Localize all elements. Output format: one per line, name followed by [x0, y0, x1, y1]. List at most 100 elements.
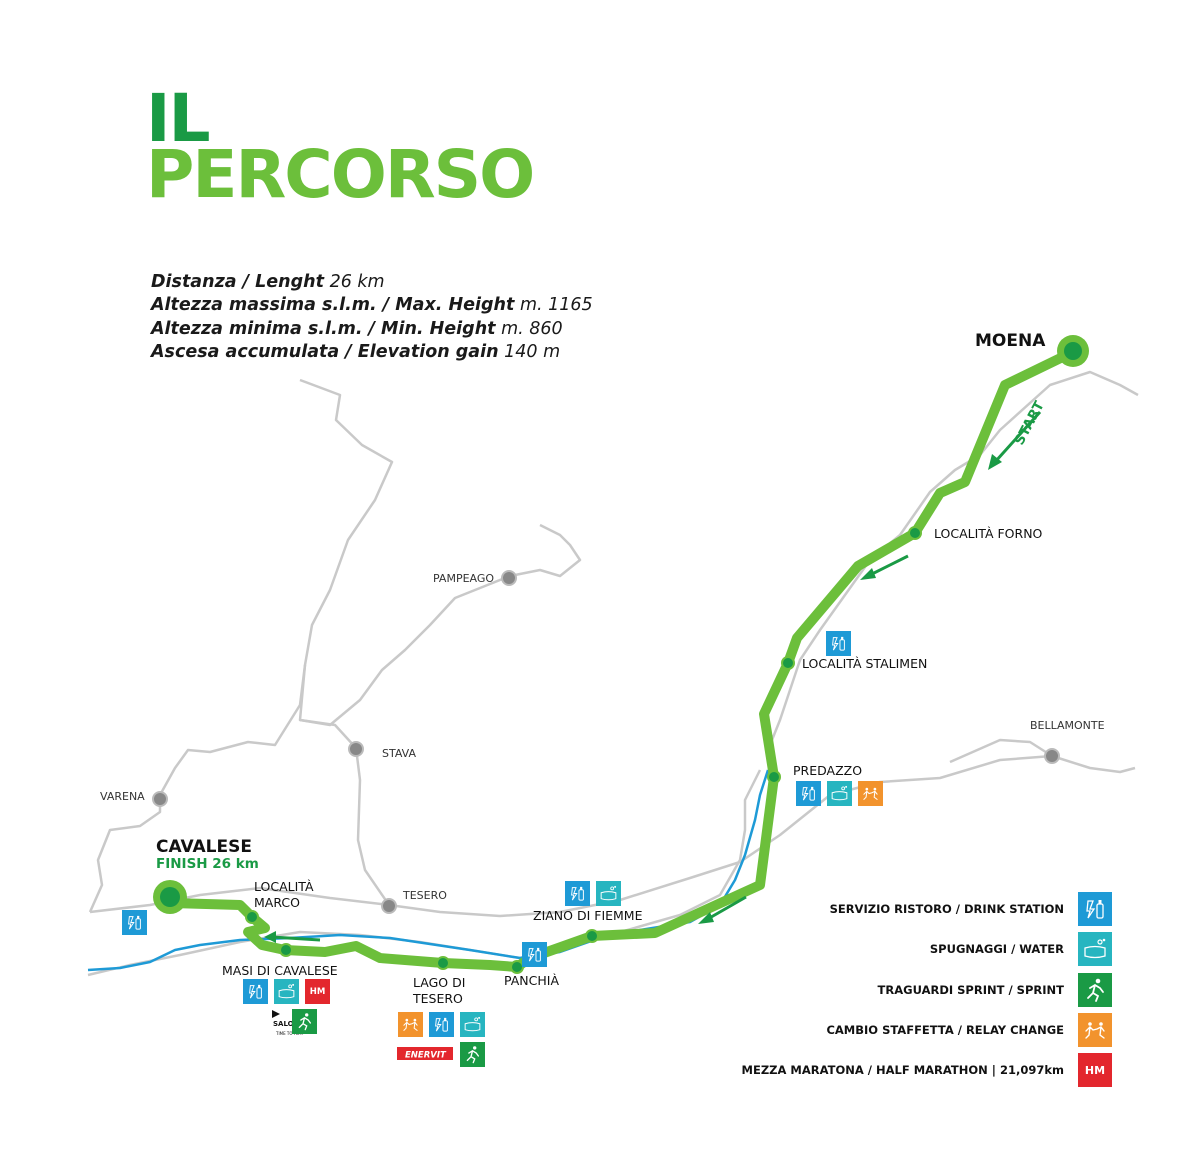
title-line-1: IL: [146, 80, 211, 157]
arrow-icon: [860, 568, 876, 580]
road: [949, 738, 1053, 764]
legend-label: TRAGUARDI SPRINT / SPRINT: [877, 983, 1064, 997]
stat-value: m. 860: [501, 318, 563, 339]
icons-salomon-sprint: [292, 1009, 317, 1034]
node-forno: [908, 526, 922, 540]
label-predazzo: PREDAZZO: [793, 763, 862, 778]
arrow-icon: [705, 895, 747, 922]
icons-ziano: [565, 881, 621, 906]
stat-label: Ascesa accumulata / Elevation gain: [151, 341, 499, 362]
sponge-icon: [596, 881, 621, 906]
node-stalimen: [781, 656, 795, 670]
label-finish: FINISH 26 km: [156, 856, 259, 872]
road: [299, 718, 391, 906]
direction-arrows: [264, 410, 1042, 943]
drink-icon: [565, 881, 590, 906]
label-forno: LOCALITÀ FORNO: [934, 526, 1043, 541]
stat-max-height: Altezza massima s.l.m. / Max. Height m. …: [151, 294, 593, 317]
arrow-icon: [698, 912, 714, 924]
runner-icon: [460, 1042, 485, 1067]
road: [768, 370, 1139, 746]
enervit-bg: [397, 1047, 453, 1060]
start-marker-core: [1064, 342, 1082, 360]
sponge-icon: [460, 1012, 485, 1037]
label-cavalese: CAVALESE: [156, 837, 252, 857]
node-bellamonte: [1044, 748, 1060, 764]
course-stats: Distanza / Lenght 26 km Altezza massima …: [151, 271, 593, 364]
label-pampeago: PAMPEAGO: [433, 572, 494, 585]
drink-icon: [429, 1012, 454, 1037]
finish-marker-core: [160, 887, 180, 907]
legend-item: CAMBIO STAFFETTA / RELAY CHANGE: [700, 1013, 1112, 1047]
stat-value: m. 1165: [519, 295, 593, 316]
stat-distance: Distanza / Lenght 26 km: [151, 271, 593, 294]
node-varena: [152, 791, 168, 807]
drink-icon: [522, 942, 547, 967]
label-panchia: PANCHIÀ: [504, 973, 559, 988]
stat-label: Altezza minima s.l.m. / Min. Height: [151, 318, 496, 339]
label-marco-line-1: LOCALITÀ: [254, 879, 314, 894]
sponge-icon: [274, 979, 299, 1004]
relay-icon: [398, 1012, 423, 1037]
arrow-icon: [993, 410, 1042, 464]
legend-item: SPUGNAGGI / WATER: [700, 932, 1112, 966]
node-pampeago: [501, 570, 517, 586]
label-lago-line-1: LAGO DI: [413, 975, 465, 990]
half-marathon-badge: HM: [305, 979, 330, 1004]
road: [89, 754, 1136, 918]
node-masi: [279, 943, 293, 957]
title-line-2: PERCORSO: [146, 136, 535, 213]
stat-elevation-gain: Ascesa accumulata / Elevation gain 140 m: [151, 341, 593, 364]
enervit-logo: ENERVIT: [397, 1047, 453, 1061]
salomon-tagline: TIME TO PLAY: [275, 1031, 304, 1036]
arrow-icon: [988, 454, 1002, 470]
icons-panchia: [522, 942, 547, 967]
town-nodes: [152, 570, 1060, 914]
stat-min-height: Altezza minima s.l.m. / Min. Height m. 8…: [151, 318, 593, 341]
legend-label: SPUGNAGGI / WATER: [929, 942, 1064, 956]
icons-masi: HM: [243, 979, 330, 1004]
salomon-mark-icon: [272, 1010, 280, 1018]
sponge-icon: [1078, 932, 1112, 966]
label-ziano: ZIANO DI FIEMME: [533, 908, 643, 923]
label-moena: MOENA: [975, 331, 1046, 351]
river: [87, 769, 770, 972]
drink-icon: [243, 979, 268, 1004]
label-start: START: [1011, 398, 1048, 448]
label-varena: VARENA: [100, 790, 145, 803]
relay-icon: [1078, 1013, 1112, 1047]
route-nodes: [245, 526, 922, 974]
stat-value: 26 km: [329, 272, 385, 292]
label-tesero: TESERO: [402, 889, 447, 902]
icons-stalimen: [826, 631, 851, 656]
icons-predazzo: [796, 781, 883, 806]
node-lago: [436, 956, 450, 970]
node-marco: [245, 910, 259, 924]
arrow-icon: [271, 935, 321, 942]
icons-enervit-sprint: [460, 1042, 485, 1067]
arrow-icon: [264, 931, 276, 943]
relay-icon: [858, 781, 883, 806]
label-stava: STAVA: [382, 747, 416, 760]
node-ziano: [585, 929, 599, 943]
stat-value: 140 m: [504, 341, 561, 362]
legend-item: SERVIZIO RISTORO / DRINK STATION: [700, 892, 1112, 926]
label-masi: MASI DI CAVALESE: [222, 963, 338, 978]
label-marco-line-2: MARCO: [254, 895, 300, 910]
icons-cavalese: [122, 910, 147, 935]
runner-icon: [292, 1009, 317, 1034]
node-panchia: [510, 960, 524, 974]
stat-label: Distanza / Lenght: [151, 272, 324, 292]
legend-item: TRAGUARDI SPRINT / SPRINT: [700, 973, 1112, 1007]
half-marathon-badge: HM: [1078, 1053, 1112, 1087]
legend-label: SERVIZIO RISTORO / DRINK STATION: [829, 902, 1064, 916]
legend-item: MEZZA MARATONA / HALF MARATHON | 21,097k…: [700, 1053, 1112, 1087]
label-lago-line-2: TESERO: [412, 991, 463, 1006]
legend-label: CAMBIO STAFFETTA / RELAY CHANGE: [826, 1023, 1064, 1037]
icons-lago-di-tesero: [398, 1012, 485, 1037]
runner-icon: [1078, 973, 1112, 1007]
drink-icon: [122, 910, 147, 935]
label-bellamonte: BELLAMONTE: [1030, 719, 1105, 732]
node-predazzo: [767, 770, 781, 784]
